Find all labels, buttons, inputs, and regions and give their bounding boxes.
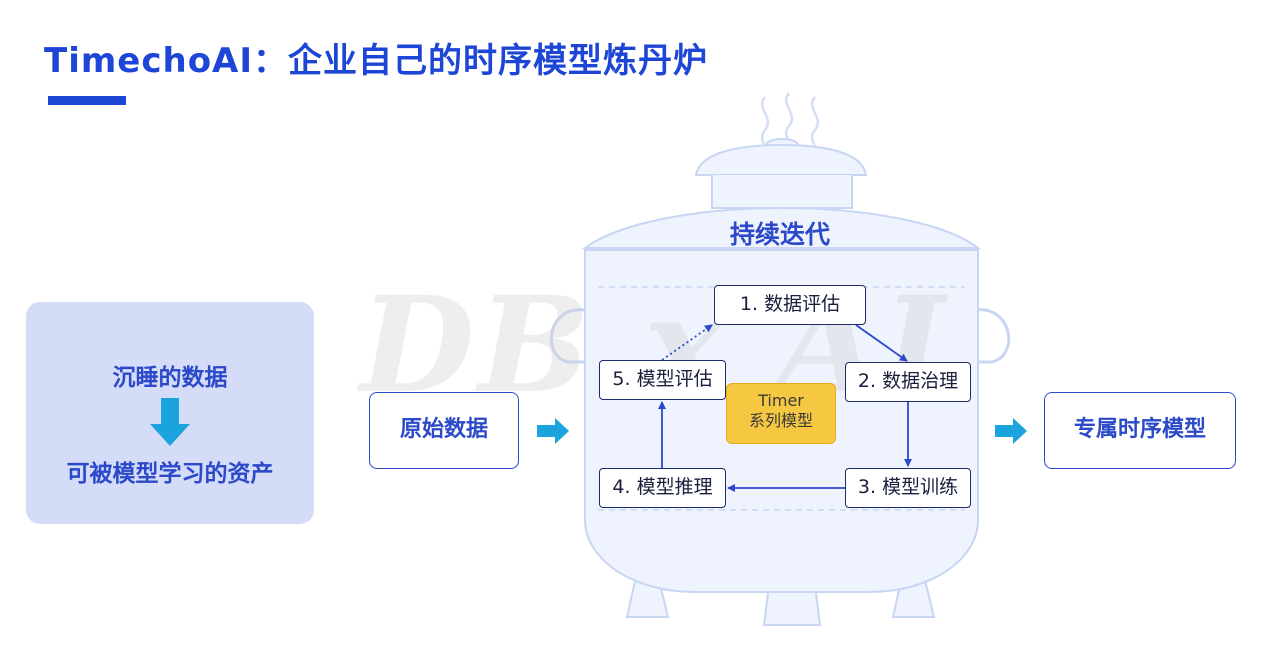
learnable-asset-label: 可被模型学习的资产 [66,461,274,487]
step-data-governance: 2. 数据治理 [845,362,971,402]
pot-handle-left [549,308,586,364]
timer-model-core: Timer 系列模型 [726,383,836,444]
sleeping-data-label: 沉睡的数据 [112,365,228,391]
steam-line-middle [784,92,794,145]
lid-dome [694,143,868,176]
steam-line-right [810,96,820,149]
step-data-evaluation: 1. 数据评估 [714,285,866,325]
custom-model-box: 专属时序模型 [1044,392,1236,469]
arrow-right-icon [537,418,569,444]
title-underline [48,96,126,105]
pot-neck [711,175,853,209]
step-model-evaluation: 5. 模型评估 [599,360,726,400]
model-series-label: 系列模型 [748,411,813,430]
step-model-training: 3. 模型训练 [845,468,971,508]
step-model-inference: 4. 模型推理 [599,468,726,508]
continuous-iteration-label: 持续迭代 [729,220,830,249]
timer-label: Timer [758,391,804,410]
data-transformation-panel: 沉睡的数据 可被模型学习的资产 [26,302,314,524]
page-title: TimechoAI：企业自己的时序模型炼丹炉 [44,41,709,81]
pot-shoulder [581,206,981,249]
down-arrow-icon [150,398,190,446]
steam-line-left [760,96,770,149]
pot-handle-right [974,308,1011,364]
raw-data-box: 原始数据 [369,392,519,469]
arrow-right-icon [995,418,1027,444]
